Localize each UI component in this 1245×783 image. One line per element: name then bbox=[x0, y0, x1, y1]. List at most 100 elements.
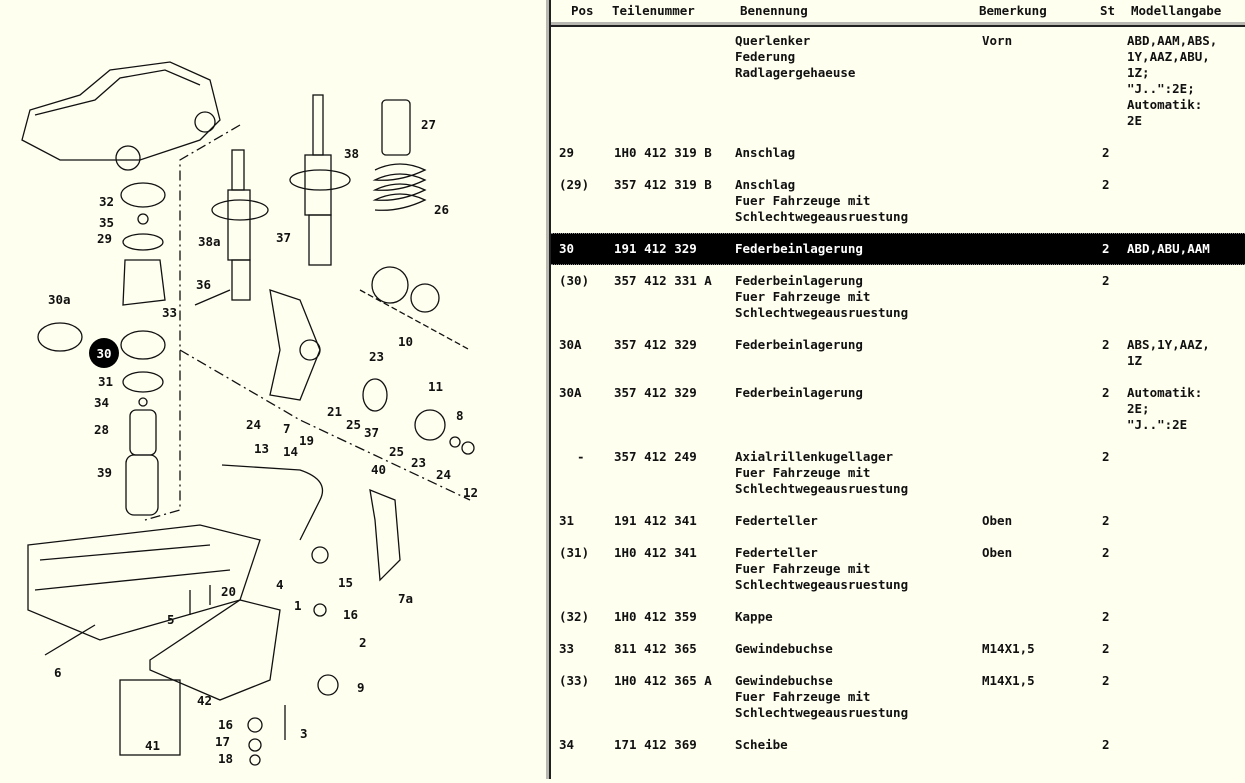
callout-2: 2 bbox=[359, 635, 367, 650]
callout-25b: 25 bbox=[389, 444, 404, 459]
cell-pos: 30 bbox=[559, 241, 575, 256]
cell-nr: 357 412 329 bbox=[614, 385, 697, 400]
cell-st: 2 bbox=[1102, 241, 1110, 256]
splitter[interactable] bbox=[546, 0, 549, 779]
callout-30a: 30a bbox=[48, 292, 71, 307]
callout-41: 41 bbox=[145, 738, 160, 753]
callout-42: 42 bbox=[197, 693, 212, 708]
callout-24b: 24 bbox=[246, 417, 261, 432]
cell-ben: Federteller bbox=[735, 513, 818, 528]
cell-st: 2 bbox=[1102, 609, 1110, 624]
cell-pos: (30) bbox=[559, 273, 590, 288]
cell-ben: Federbeinlagerung bbox=[735, 337, 863, 352]
cell-ben: Federbeinlagerung Fuer Fahrzeuge mit Sch… bbox=[735, 273, 909, 320]
callout-9: 9 bbox=[357, 680, 365, 695]
callout-28: 28 bbox=[94, 422, 109, 437]
cell-ben: Axialrillenkugellager Fuer Fahrzeuge mit… bbox=[735, 449, 909, 496]
callout-7a: 7a bbox=[398, 591, 413, 606]
cell-mod: ABD,ABU,AAM bbox=[1127, 241, 1210, 256]
callout-labels: 27 38 26 32 35 29 38a 37 36 30a 33 31 34… bbox=[48, 117, 478, 766]
cell-pos: (32) bbox=[559, 609, 590, 624]
splitter-edge bbox=[549, 0, 551, 779]
callout-4: 4 bbox=[276, 577, 284, 592]
cell-ben: Kappe bbox=[735, 609, 773, 624]
cell-ben: Querlenker Federung Radlagergehaeuse bbox=[735, 33, 856, 80]
cell-nr: 1H0 412 341 bbox=[614, 545, 697, 560]
header-divider bbox=[551, 22, 1245, 27]
cell-nr: 1H0 412 359 bbox=[614, 609, 697, 624]
cell-ben: Gewindebuchse Fuer Fahrzeuge mit Schlech… bbox=[735, 673, 909, 720]
cell-nr: 357 412 319 B bbox=[614, 177, 712, 192]
cell-ben: Federteller Fuer Fahrzeuge mit Schlechtw… bbox=[735, 545, 909, 592]
col-header-benennung[interactable]: Benennung bbox=[740, 3, 808, 18]
svg-text:30: 30 bbox=[96, 346, 111, 361]
callout-14: 14 bbox=[283, 444, 298, 459]
table-header: Pos Teilenummer Benennung Bemerkung St M… bbox=[551, 0, 1245, 22]
cell-bem: Oben bbox=[982, 545, 1013, 560]
cell-nr: 357 412 329 bbox=[614, 337, 697, 352]
parts-diagram[interactable]: 27 38 26 32 35 29 38a 37 36 30a 33 31 34… bbox=[0, 0, 546, 779]
cell-bem: M14X1,5 bbox=[982, 673, 1035, 688]
col-header-modellangabe[interactable]: Modellangabe bbox=[1131, 3, 1222, 18]
callout-25: 25 bbox=[346, 417, 361, 432]
callout-6: 6 bbox=[54, 665, 62, 680]
cell-pos: (31) bbox=[559, 545, 590, 560]
cell-st: 2 bbox=[1102, 385, 1110, 400]
callout-35: 35 bbox=[99, 215, 114, 230]
callout-23: 23 bbox=[369, 349, 384, 364]
callout-39: 39 bbox=[97, 465, 112, 480]
cell-st: 2 bbox=[1102, 641, 1110, 656]
cell-mod: ABS,1Y,AAZ, 1Z bbox=[1127, 337, 1210, 368]
cell-ben: Federbeinlagerung bbox=[735, 241, 863, 256]
callout-38a: 38a bbox=[198, 234, 221, 249]
callout-3: 3 bbox=[300, 726, 308, 741]
callout-12: 12 bbox=[463, 485, 478, 500]
cell-nr: 191 412 329 bbox=[614, 241, 697, 256]
callout-24: 24 bbox=[436, 467, 451, 482]
cell-st: 2 bbox=[1102, 145, 1110, 160]
callout-15: 15 bbox=[338, 575, 353, 590]
cell-st: 2 bbox=[1102, 545, 1110, 560]
cell-nr: 191 412 341 bbox=[614, 513, 697, 528]
highlighted-callout-30[interactable]: 30 bbox=[89, 338, 119, 368]
callout-40: 40 bbox=[371, 462, 386, 477]
table-row-selected[interactable]: 30 191 412 329 Federbeinlagerung 2 ABD,ABU,A… bbox=[551, 233, 1245, 265]
cell-st: 2 bbox=[1102, 673, 1110, 688]
cell-mod: ABD,AAM,ABS, 1Y,AAZ,ABU, 1Z; "J..":2E; A… bbox=[1127, 33, 1218, 128]
cell-ben: Anschlag Fuer Fahrzeuge mit Schlechtwege… bbox=[735, 177, 909, 224]
callout-37b: 37 bbox=[364, 425, 379, 440]
cell-pos: 33 bbox=[559, 641, 575, 656]
cell-pos: 30A bbox=[559, 337, 582, 352]
car-outline-icon bbox=[21, 61, 221, 161]
cell-st: 2 bbox=[1102, 737, 1110, 752]
callout-16: 16 bbox=[343, 607, 358, 622]
cell-pos: (29) bbox=[559, 177, 590, 192]
cell-st: 2 bbox=[1102, 273, 1110, 288]
cell-mod: Automatik: 2E; "J..":2E bbox=[1127, 385, 1203, 432]
cell-st: 2 bbox=[1102, 337, 1110, 352]
callout-1: 1 bbox=[294, 598, 302, 613]
col-header-pos[interactable]: Pos bbox=[571, 3, 594, 18]
col-header-bemerkung[interactable]: Bemerkung bbox=[979, 3, 1047, 18]
callout-27: 27 bbox=[421, 117, 436, 132]
callout-26: 26 bbox=[434, 202, 449, 217]
cell-pos: 31 bbox=[559, 513, 575, 528]
callout-8: 8 bbox=[456, 408, 464, 423]
callout-36: 36 bbox=[196, 277, 211, 292]
callout-33: 33 bbox=[162, 305, 177, 320]
cell-st: 2 bbox=[1102, 177, 1110, 192]
parts-table: Pos Teilenummer Benennung Bemerkung St M… bbox=[551, 0, 1245, 779]
cell-bem: M14X1,5 bbox=[982, 641, 1035, 656]
cell-nr: 1H0 412 365 A bbox=[614, 673, 712, 688]
callout-31: 31 bbox=[98, 374, 113, 389]
cell-nr: 811 412 365 bbox=[614, 641, 697, 656]
cell-ben: Scheibe bbox=[735, 737, 788, 752]
callout-7: 7 bbox=[283, 421, 291, 436]
col-header-st[interactable]: St bbox=[1100, 3, 1116, 18]
cell-st: 2 bbox=[1102, 449, 1110, 464]
col-header-teilenummer[interactable]: Teilenummer bbox=[612, 3, 695, 18]
cell-pos: 30A bbox=[559, 385, 582, 400]
callout-38: 38 bbox=[344, 146, 359, 161]
callout-21: 21 bbox=[327, 404, 342, 419]
cell-nr: 171 412 369 bbox=[614, 737, 697, 752]
